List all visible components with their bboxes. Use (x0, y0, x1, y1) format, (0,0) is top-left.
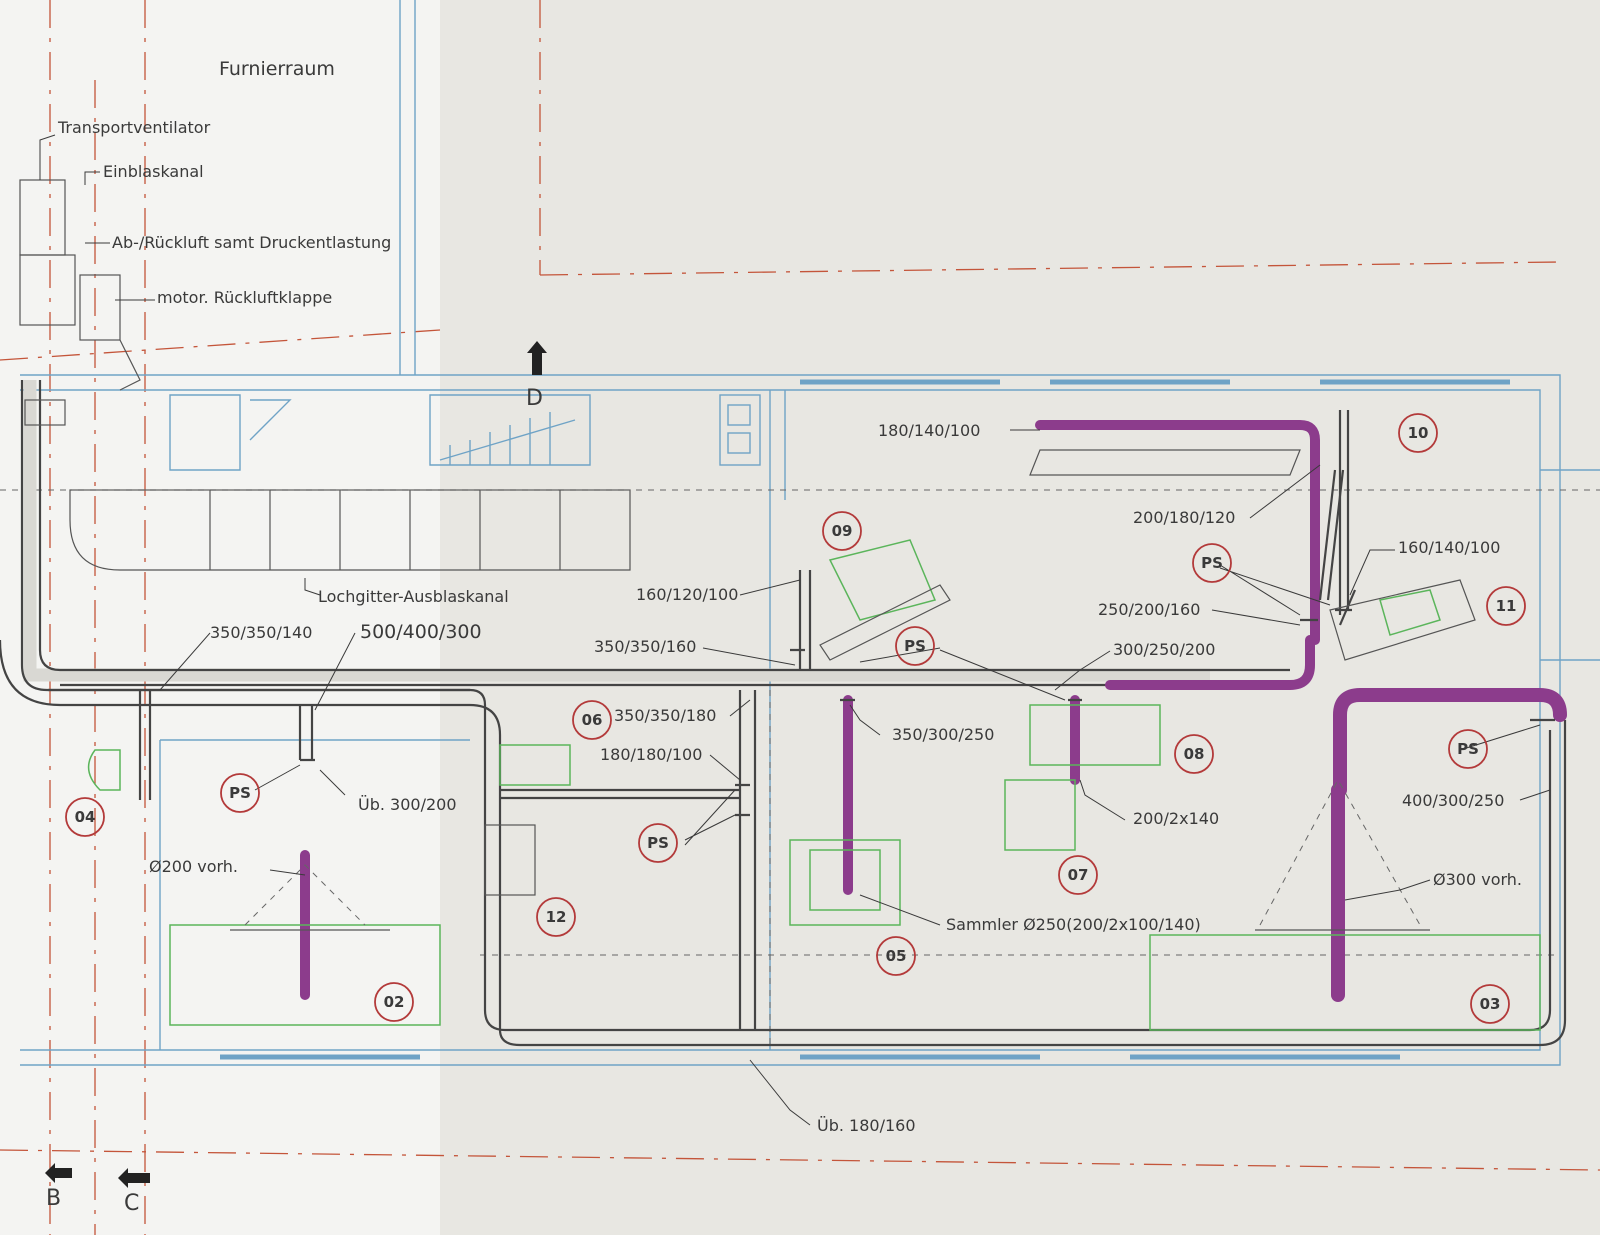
dim-180-140-100: 180/140/100 (878, 421, 980, 440)
building-walls (20, 0, 1600, 1066)
dim-180-180-100: 180/180/100 (600, 745, 702, 764)
section-d: D (526, 386, 543, 411)
paper-edge (0, 1235, 1600, 1260)
dim-250-200-160: 250/200/160 (1098, 600, 1200, 619)
machine-04: 04 (75, 808, 96, 826)
label-rueckluftklappe: motor. Rückluftklappe (157, 288, 332, 307)
lochgitter-duct (69, 489, 631, 571)
dim-350-300-250: 350/300/250 (892, 725, 994, 744)
machine-02: 02 (384, 993, 405, 1011)
dim-o200: Ø200 vorh. (149, 857, 238, 876)
suction-ducts (300, 420, 1567, 1002)
ps-label-4: PS (1457, 740, 1479, 758)
machine-06: 06 (582, 711, 603, 729)
machine-11: 11 (1496, 597, 1517, 615)
section-c: C (124, 1191, 139, 1216)
label-einblaskanal: Einblaskanal (103, 162, 204, 181)
machine-03: 03 (1480, 995, 1501, 1013)
machine-markers (65, 413, 1526, 1024)
machine-10: 10 (1408, 424, 1429, 442)
machine-08: 08 (1184, 745, 1205, 763)
dim-500-400-300: 500/400/300 (360, 621, 482, 643)
branch-pipes (1318, 410, 1357, 626)
dim-ub-300-200: Üb. 300/200 (358, 795, 457, 814)
dim-200-2x140: 200/2x140 (1133, 809, 1219, 828)
dim-ub-180-160: Üb. 180/160 (817, 1116, 916, 1135)
machine-09: 09 (832, 522, 853, 540)
dim-350-350-160: 350/350/160 (594, 637, 696, 656)
ps-markers (220, 543, 1488, 863)
room-label: Furnierraum (219, 58, 335, 80)
ps-label-1: PS (229, 784, 251, 802)
dim-sammler: Sammler Ø250(200/2x100/140) (946, 915, 1201, 934)
dim-300-250-200: 300/250/200 (1113, 640, 1215, 659)
dim-350-350-140: 350/350/140 (210, 623, 312, 642)
dim-200-180-120: 200/180/120 (1133, 508, 1235, 527)
label-abluft: Ab-/Rückluft samt Druckentlastung (112, 233, 391, 252)
staircase (169, 394, 591, 471)
section-arrows (45, 341, 547, 1188)
dim-400-300-250: 400/300/250 (1402, 791, 1504, 810)
dim-o300: Ø300 vorh. (1433, 870, 1522, 889)
dim-160-120-100: 160/120/100 (636, 585, 738, 604)
machine-12: 12 (546, 908, 567, 926)
dim-160-140-100-right: 160/140/100 (1398, 538, 1500, 557)
fan-equipment (19, 179, 141, 426)
machines-outlines (87, 449, 1541, 1031)
machine-07: 07 (1068, 866, 1089, 884)
ps-tapes (300, 608, 1555, 817)
ps-label-2: PS (904, 637, 926, 655)
machine-05: 05 (886, 947, 907, 965)
leader-lines (39, 134, 1551, 1126)
suction-hoods (244, 778, 1421, 926)
label-lochgitter: Lochgitter-Ausblaskanal (318, 587, 509, 606)
label-transportventilator: Transportventilator (57, 118, 211, 137)
main-duct (0, 380, 1567, 1047)
section-b: B (46, 1186, 61, 1211)
ps-label-3: PS (1201, 554, 1223, 572)
dim-350-350-180: 350/350/180 (614, 706, 716, 725)
ps-label-5: PS (647, 834, 669, 852)
